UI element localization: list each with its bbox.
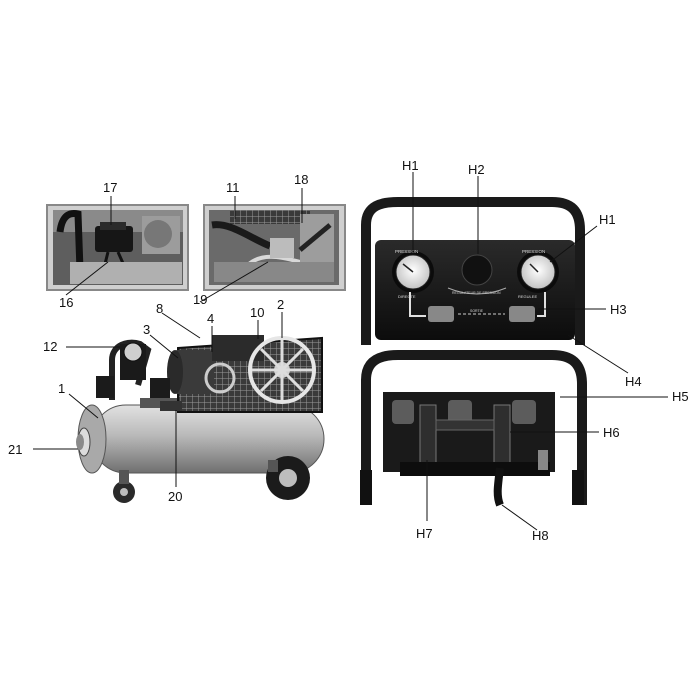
right-gauge-caption: PRESSION [522,249,545,254]
label-4: 4 [207,311,214,326]
label-h2: H2 [468,162,485,177]
label-16: 16 [59,295,73,310]
control-panel-photo: PRESSION PRESSION REGULATEUR DE PRESSION… [361,197,585,345]
label-21: 21 [8,442,22,457]
label-h1-right: H1 [599,212,616,227]
left-outlet-caption: DIRECTE [398,294,416,299]
label-2: 2 [277,297,284,312]
label-1: 1 [58,381,65,396]
label-h3: H3 [610,302,627,317]
leader-lines [33,172,668,531]
left-gauge-caption: PRESSION [395,249,418,254]
inset-pressure-switch [46,204,189,291]
label-8: 8 [156,301,163,316]
right-outlet-caption: REGULEE [518,294,537,299]
label-h7: H7 [416,526,433,541]
label-h4: H4 [625,374,642,389]
label-h8: H8 [532,528,549,543]
sortie-caption: SORTIE [470,309,484,313]
label-18: 18 [294,172,308,187]
label-h5: H5 [672,389,689,404]
label-10: 10 [250,305,264,320]
hose-holder-photo [360,350,587,507]
compressor-main [76,335,325,503]
label-h6: H6 [603,425,620,440]
label-12: 12 [43,339,57,354]
label-19: 19 [193,292,207,307]
label-20: 20 [168,489,182,504]
label-17: 17 [103,180,117,195]
label-3: 3 [143,322,150,337]
label-11: 11 [226,180,240,195]
label-h1-left: H1 [402,158,419,173]
callout-labels: 17 16 11 18 19 8 4 10 2 3 12 1 21 20 H1 … [8,158,689,543]
regulator-caption: REGULATEUR DE PRESSION [452,291,501,295]
inset-valve [203,204,346,291]
